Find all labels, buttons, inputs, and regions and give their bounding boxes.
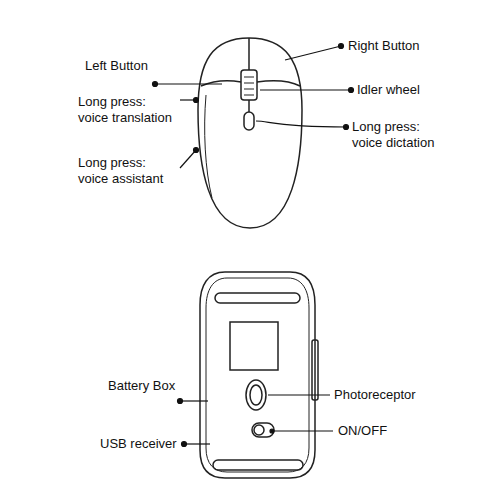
side-contour [205,95,212,198]
dictation-button [244,112,254,130]
center-seam [248,38,250,112]
part-label: Idler wheel [357,82,420,98]
wheel-ridges [244,77,254,95]
leader-line [256,121,346,127]
bottom-view [200,272,318,478]
leader-dot [178,399,183,404]
foot-pad [213,460,303,470]
leader-dot [349,88,354,93]
leader-dot [194,148,199,153]
part-label: Battery Box [108,378,175,394]
part-label: Long press: voice assistant [78,155,174,187]
leader-line [268,394,330,395]
sensor-lens [250,385,262,405]
switch-knob [254,425,264,435]
part-label: ON/OFF [338,423,387,439]
leader-line [155,83,222,84]
leader-dot [194,98,199,103]
leader-line [180,150,196,168]
leader-dot [153,82,158,87]
foot-pad [215,293,300,303]
top-view [198,38,302,228]
leader-line [272,430,333,431]
leader-dot [339,44,344,49]
leader-dot [270,429,274,433]
part-label: Right Button [348,38,420,54]
sensor-window [246,380,266,410]
part-label: Long press: voice dictation [352,119,448,151]
leader-line [285,46,341,60]
leader-line [180,400,208,401]
part-label: Photoreceptor [334,387,416,403]
leader-line [184,443,210,444]
side-grip [312,340,318,400]
button-seam [257,81,300,86]
part-label: USB receiver [100,436,177,452]
part-label: Left Button [85,58,148,74]
leader-lines [153,44,354,447]
leader-dot [344,125,349,130]
leader-dot [182,442,187,447]
mouse-base [200,272,315,478]
base-inner [206,278,309,472]
part-label: Long press: voice translation [78,94,174,126]
scroll-wheel [241,70,257,100]
battery-cover [230,322,278,370]
power-switch [252,423,274,437]
leader-line [260,89,351,90]
mouse-body [198,38,302,228]
